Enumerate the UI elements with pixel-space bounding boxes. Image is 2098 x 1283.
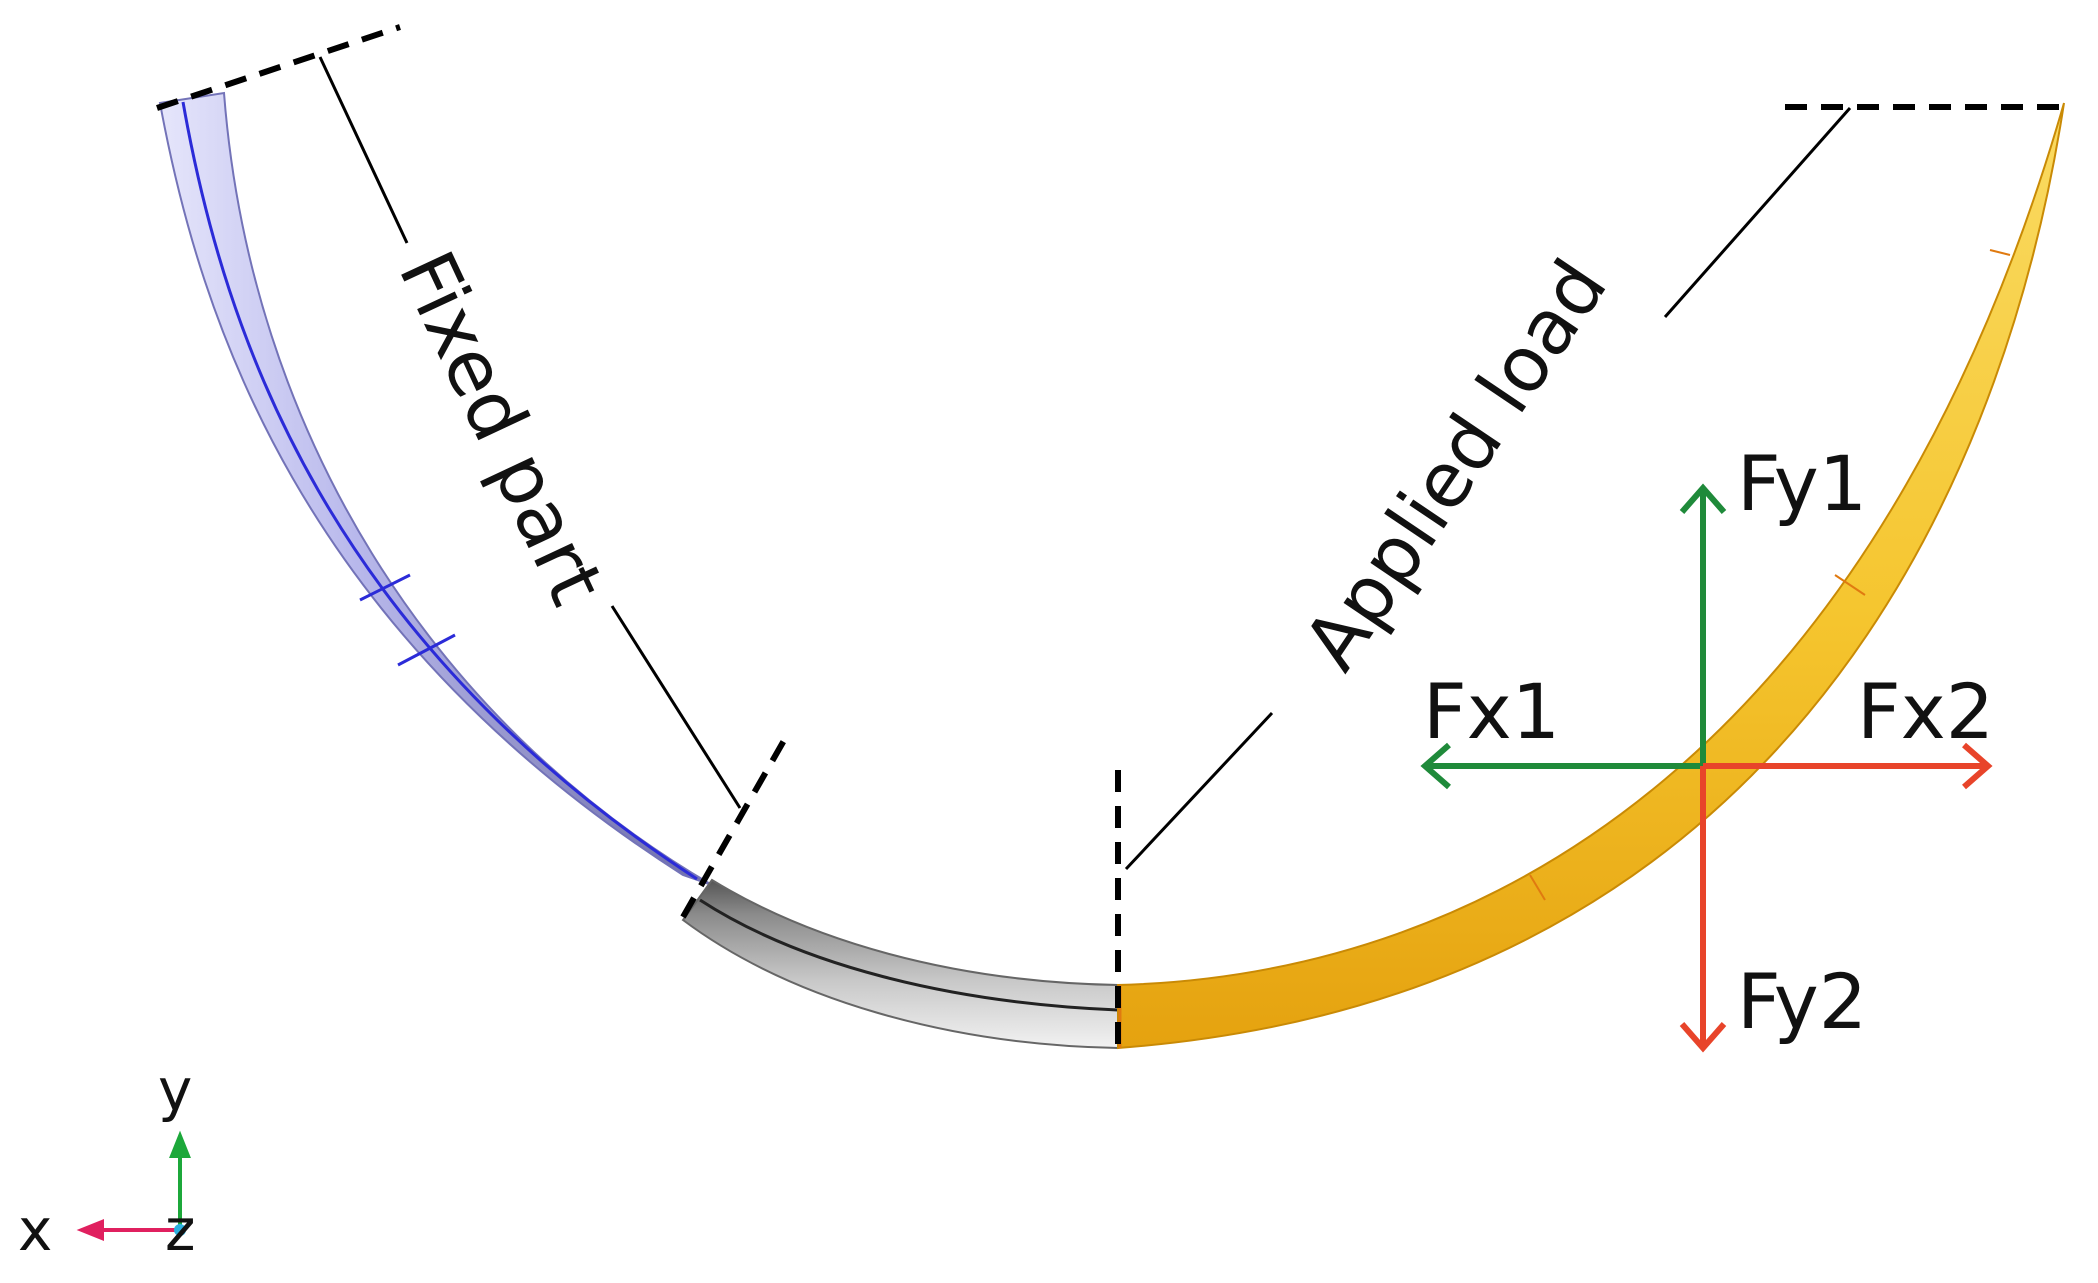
x-axis-label: x	[18, 1196, 52, 1264]
fy2-label: Fy2	[1737, 957, 1867, 1046]
axis-triad: y x z	[18, 1056, 195, 1264]
fx1-label: Fx1	[1423, 667, 1560, 756]
force-fx2-arrow	[1703, 742, 1993, 790]
force-fy1-arrow	[1679, 483, 1727, 766]
fx2-label: Fx2	[1857, 667, 1994, 756]
loaded-segment	[1117, 102, 2065, 1050]
middle-segment	[681, 878, 1119, 1050]
fixed-segment	[158, 91, 713, 886]
z-axis-label: z	[165, 1196, 195, 1264]
fixed-part-label: Fixed part	[382, 238, 622, 617]
force-fx1-arrow	[1420, 742, 1703, 790]
y-axis-label: y	[158, 1056, 192, 1124]
force-fy2-arrow	[1679, 766, 1727, 1053]
y-axis-arrow	[169, 1130, 191, 1230]
x-axis-arrow	[76, 1219, 180, 1241]
fy1-label: Fy1	[1737, 439, 1867, 528]
z-axis-dot	[174, 1224, 186, 1236]
leader-lines	[318, 56, 1852, 871]
applied-load-label: Applied load	[1286, 244, 1624, 685]
boundary-lines	[156, 24, 2065, 1048]
